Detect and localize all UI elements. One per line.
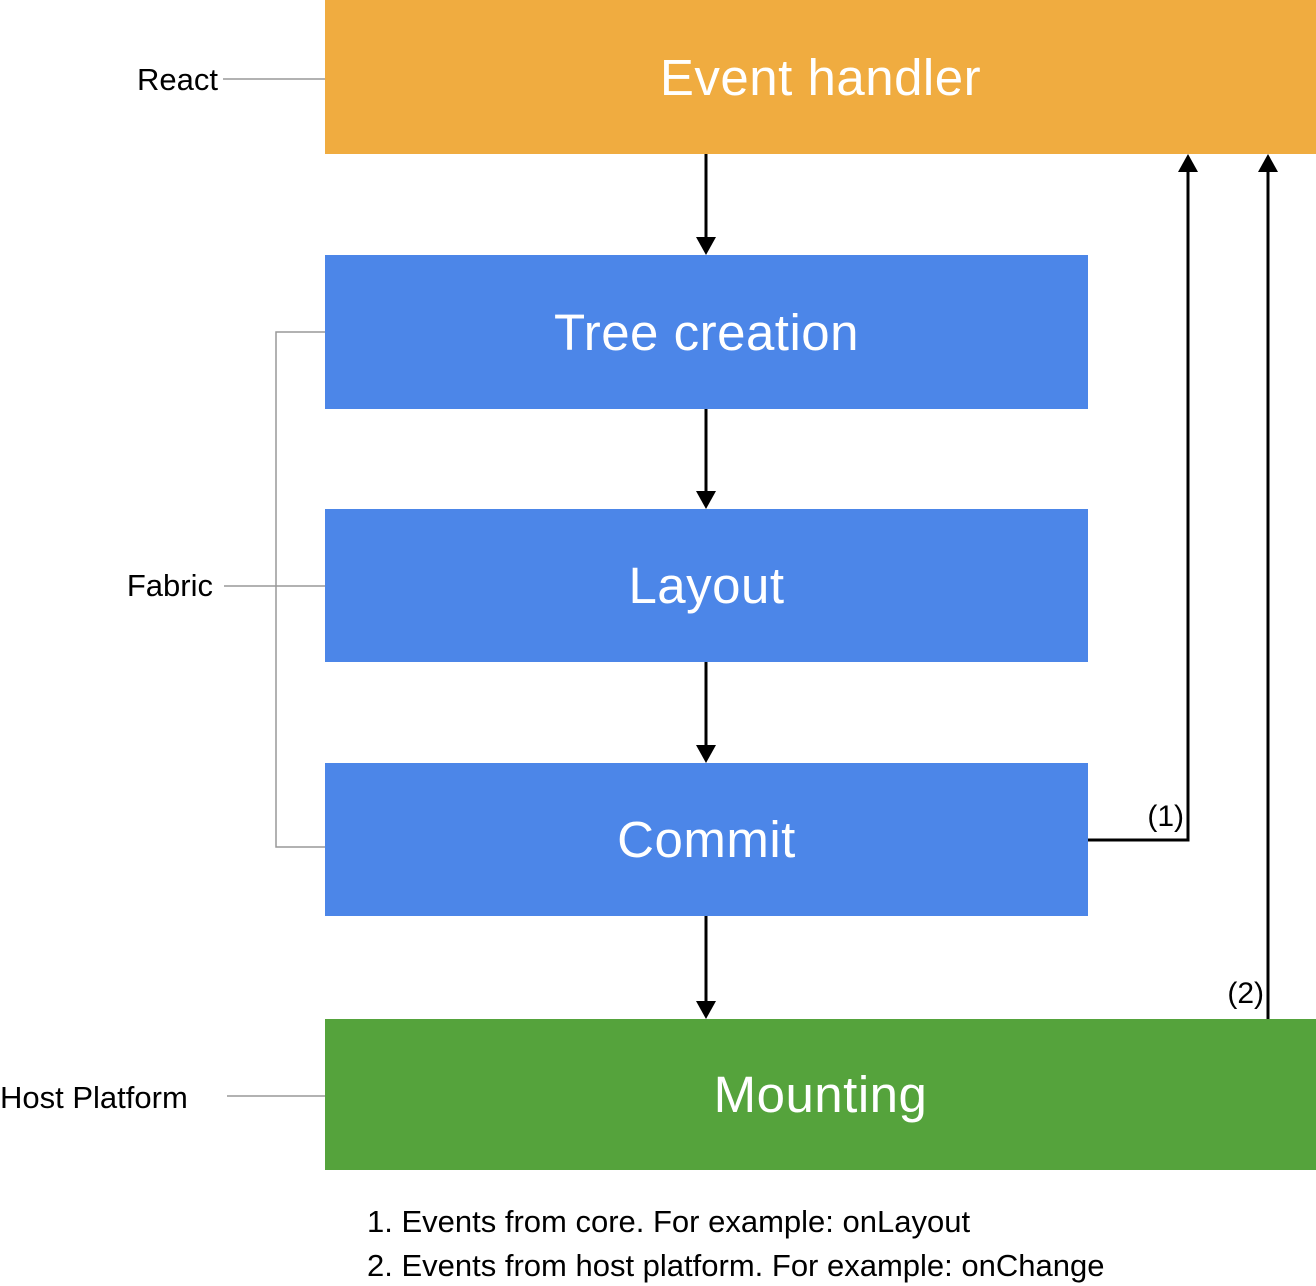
footnote-1: 1. Events from core. For example: onLayo…: [367, 1204, 971, 1239]
arrow-tree-to-layout: [696, 409, 716, 509]
fabric-bracket: [224, 331, 325, 848]
host-platform-label: Host Platform: [0, 1080, 188, 1115]
mounting-box: Mounting: [325, 1019, 1316, 1170]
tree-creation-label: Tree creation: [553, 303, 860, 361]
feedback-arrow-2: [1258, 154, 1278, 1019]
commit-label: Commit: [617, 811, 796, 868]
footnotes: 1. Events from core. For example: onLayo…: [367, 1200, 1104, 1286]
footnote-2: 2. Events from host platform. For exampl…: [367, 1248, 1105, 1283]
layout-box: Layout: [325, 509, 1088, 662]
react-label: React: [137, 62, 218, 97]
arrow-event-to-tree: [696, 154, 716, 255]
arrow-commit-to-mounting: [696, 916, 716, 1019]
event-handler-label: Event handler: [659, 48, 982, 106]
tree-creation-box: Tree creation: [325, 255, 1088, 409]
fabric-label: Fabric: [126, 568, 213, 603]
event-handler-box: Event handler: [325, 0, 1316, 154]
mounting-label: Mounting: [713, 1066, 928, 1123]
annotation-1: (1): [1147, 800, 1184, 833]
annotation-2: (2): [1227, 977, 1264, 1010]
feedback-arrow-1: [1088, 154, 1198, 842]
layout-label: Layout: [628, 557, 785, 614]
commit-box: Commit: [325, 763, 1088, 916]
arrow-layout-to-commit: [696, 662, 716, 763]
